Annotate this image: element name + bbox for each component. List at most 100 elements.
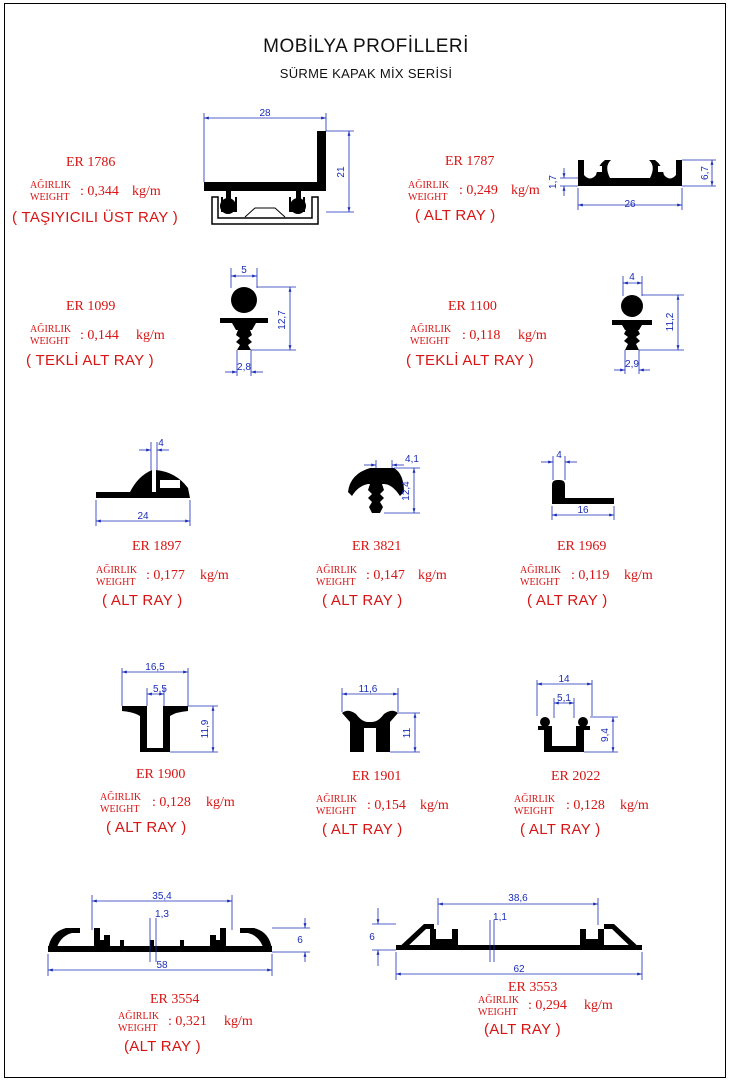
weight-value: : 0,154 bbox=[367, 798, 406, 813]
weight-unit: kg/m bbox=[200, 568, 229, 583]
product-name: ( ALT RAY ) bbox=[520, 821, 601, 838]
weight-value: : 0,144 bbox=[80, 328, 119, 343]
weight-unit: kg/m bbox=[136, 328, 165, 343]
profile-er-3821: 4,1 12,4 bbox=[348, 454, 420, 514]
dim-width: 26 bbox=[624, 199, 636, 210]
weight-label-tr: AĞIRLIK bbox=[514, 794, 556, 805]
weight-label-tr: AĞIRLIK bbox=[96, 565, 138, 576]
weight-unit: kg/m bbox=[620, 798, 649, 813]
weight-label-en: WEIGHT bbox=[96, 577, 136, 588]
profile-er-1100: 4 11,2 2,9 bbox=[612, 272, 684, 374]
weight-label-tr: AĞIRLIK bbox=[408, 180, 450, 191]
dim-width: 11,6 bbox=[359, 684, 378, 695]
dim-width: 4 bbox=[629, 272, 635, 283]
product-name: (ALT RAY ) bbox=[124, 1038, 201, 1055]
weight-label-en: WEIGHT bbox=[30, 336, 70, 347]
dim-height: 21 bbox=[336, 166, 347, 178]
dim-width: 28 bbox=[259, 108, 271, 119]
weight-label-en: WEIGHT bbox=[30, 192, 70, 203]
weight-value: : 0,118 bbox=[462, 328, 501, 343]
dim-width: 14 bbox=[558, 674, 570, 685]
page-subtitle: SÜRME KAPAK MİX SERİSİ bbox=[279, 66, 453, 81]
dim-rib: 1,1 bbox=[493, 912, 507, 923]
product-name: ( ALT RAY ) bbox=[102, 592, 183, 609]
weight-label-tr: AĞIRLIK bbox=[118, 1011, 160, 1022]
weight-label-tr: AĞIRLIK bbox=[30, 180, 72, 191]
product-name: ( TEKLİ ALT RAY ) bbox=[26, 352, 154, 369]
weight-label-en: WEIGHT bbox=[316, 577, 356, 588]
dim-height: 11,2 bbox=[665, 312, 676, 331]
profile-er-1900: 16,5 5,5 11,9 bbox=[121, 662, 218, 753]
product-code: ER 1100 bbox=[448, 299, 497, 314]
dim-base: 2,8 bbox=[237, 362, 251, 373]
dim-gap: 5,1 bbox=[557, 693, 571, 704]
dim-height: 9,4 bbox=[600, 728, 611, 742]
weight-unit: kg/m bbox=[418, 568, 447, 583]
dim-height: 6,7 bbox=[700, 166, 711, 180]
dim-width: 5 bbox=[241, 265, 247, 276]
weight-label-tr: AĞIRLIK bbox=[100, 792, 142, 803]
product-name: ( ALT RAY ) bbox=[527, 592, 608, 609]
dim-width: 4,1 bbox=[405, 454, 419, 465]
weight-label-tr: AĞIRLIK bbox=[520, 565, 562, 576]
product-code: ER 3554 bbox=[150, 992, 200, 1007]
dim-thickness: 4 bbox=[158, 438, 164, 449]
weight-label-en: WEIGHT bbox=[478, 1007, 518, 1018]
product-code: ER 2022 bbox=[551, 769, 601, 784]
profile-er-3554: 35,4 1,3 6 58 bbox=[47, 891, 310, 976]
weight-unit: kg/m bbox=[132, 184, 161, 199]
profile-er-2022: 14 5,1 9,4 bbox=[536, 674, 618, 753]
weight-value: : 0,147 bbox=[366, 568, 405, 583]
profile-er-1787: 26 6,7 1,7 bbox=[548, 159, 716, 210]
dim-width: 24 bbox=[137, 511, 149, 522]
page-title: MOBİLYA PROFİLLERİ bbox=[263, 36, 469, 57]
product-name: ( ALT RAY ) bbox=[322, 592, 403, 609]
weight-label-en: WEIGHT bbox=[408, 192, 448, 203]
dim-height: 6 bbox=[297, 935, 303, 946]
weight-label-tr: AĞIRLIK bbox=[316, 794, 358, 805]
profile-er-1969: 4 16 bbox=[541, 450, 615, 520]
dim-gap: 5,5 bbox=[153, 684, 167, 695]
weight-unit: kg/m bbox=[518, 328, 547, 343]
profile-er-3553: 38,6 1,1 6 62 bbox=[369, 893, 643, 980]
dim-rib: 1,3 bbox=[155, 909, 169, 920]
product-name: ( TAŞIYICILI ÜST RAY ) bbox=[12, 209, 179, 226]
product-code: ER 1900 bbox=[136, 767, 186, 782]
profile-er-1099: 5 12,7 2,8 bbox=[220, 265, 296, 376]
weight-value: : 0,344 bbox=[80, 184, 119, 199]
product-name: ( ALT RAY ) bbox=[106, 819, 187, 836]
weight-value: : 0,294 bbox=[528, 998, 567, 1013]
profile-er-1897: 4 24 bbox=[95, 438, 191, 526]
weight-value: : 0,128 bbox=[152, 795, 191, 810]
weight-unit: kg/m bbox=[511, 183, 540, 198]
weight-unit: kg/m bbox=[224, 1014, 253, 1029]
dim-base: 2,9 bbox=[625, 359, 639, 370]
dim-inner-width: 35,4 bbox=[152, 891, 172, 902]
weight-label-en: WEIGHT bbox=[520, 577, 560, 588]
product-name: ( TEKLİ ALT RAY ) bbox=[406, 352, 534, 369]
dim-inner-width: 38,6 bbox=[508, 893, 528, 904]
profile-er-1786: 28 21 bbox=[203, 108, 354, 225]
product-code: ER 1901 bbox=[352, 769, 402, 784]
weight-label-tr: AĞIRLIK bbox=[316, 565, 358, 576]
product-name: ( ALT RAY ) bbox=[415, 207, 496, 224]
weight-value: : 0,119 bbox=[571, 568, 610, 583]
dim-height: 11 bbox=[402, 727, 413, 738]
dim-height: 12,7 bbox=[277, 310, 288, 330]
product-name: ( ALT RAY ) bbox=[322, 821, 403, 838]
weight-unit: kg/m bbox=[206, 795, 235, 810]
dim-thickness: 1,7 bbox=[548, 175, 559, 189]
weight-value: : 0,128 bbox=[566, 798, 605, 813]
weight-unit: kg/m bbox=[624, 568, 653, 583]
weight-label-en: WEIGHT bbox=[100, 804, 140, 815]
dim-thickness: 4 bbox=[556, 450, 562, 461]
profile-er-1901: 11,6 11 bbox=[341, 684, 420, 753]
weight-label-en: WEIGHT bbox=[514, 806, 554, 817]
weight-label-tr: AĞIRLIK bbox=[410, 324, 452, 335]
dim-width: 58 bbox=[156, 960, 168, 971]
product-code: ER 1969 bbox=[557, 539, 607, 554]
product-code: ER 1897 bbox=[132, 539, 182, 554]
product-name: (ALT RAY ) bbox=[484, 1021, 561, 1038]
